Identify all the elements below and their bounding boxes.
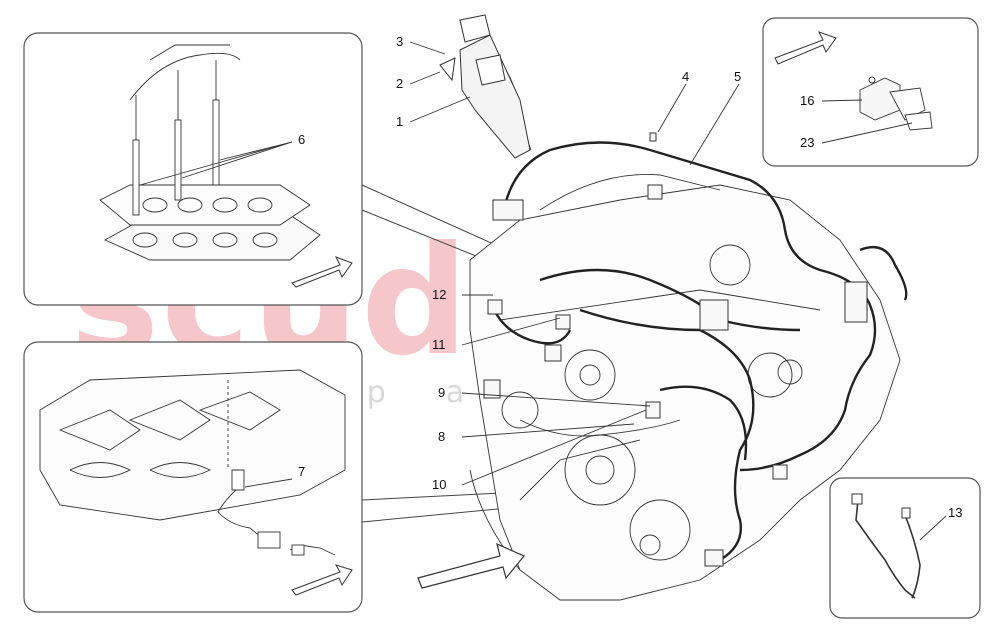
callout-4: 4 xyxy=(682,69,690,84)
callout-13-leader xyxy=(919,515,947,541)
callout-9: 9 xyxy=(438,385,446,400)
callout-7: 7 xyxy=(298,464,306,479)
module-leaders xyxy=(821,99,913,144)
engine-assembly xyxy=(469,174,901,601)
main-callout-leaders xyxy=(409,41,740,486)
callout-11: 11 xyxy=(432,337,446,352)
callout-16: 16 xyxy=(800,93,815,108)
glow-plug-assembly xyxy=(99,44,321,261)
direction-arrow-icon xyxy=(291,564,353,596)
callout-7-leader xyxy=(244,478,293,488)
callout-2: 2 xyxy=(396,76,404,91)
harness-connectors xyxy=(483,132,868,567)
inset-glow-plugs-frame xyxy=(23,32,363,306)
callout-8: 8 xyxy=(438,429,446,444)
callout-1: 1 xyxy=(396,114,404,129)
callout-12: 12 xyxy=(432,287,447,302)
inset-ground-cable-frame xyxy=(829,477,981,619)
direction-arrow-icon xyxy=(774,31,837,65)
direction-arrow-icon xyxy=(291,256,353,288)
module-bracket-part xyxy=(859,76,933,131)
callout-13: 13 xyxy=(948,505,963,520)
engine-block-lower xyxy=(39,369,346,556)
callout-6-leaders xyxy=(139,141,293,186)
callout-5: 5 xyxy=(734,69,742,84)
callout-23: 23 xyxy=(800,135,815,150)
ecu-module xyxy=(439,14,531,159)
callout-6: 6 xyxy=(298,132,306,147)
callout-3: 3 xyxy=(396,34,404,49)
direction-arrow-icon xyxy=(417,542,525,589)
callout-10: 10 xyxy=(432,477,447,492)
ground-cable xyxy=(855,499,916,599)
wiring-harness xyxy=(488,54,908,562)
